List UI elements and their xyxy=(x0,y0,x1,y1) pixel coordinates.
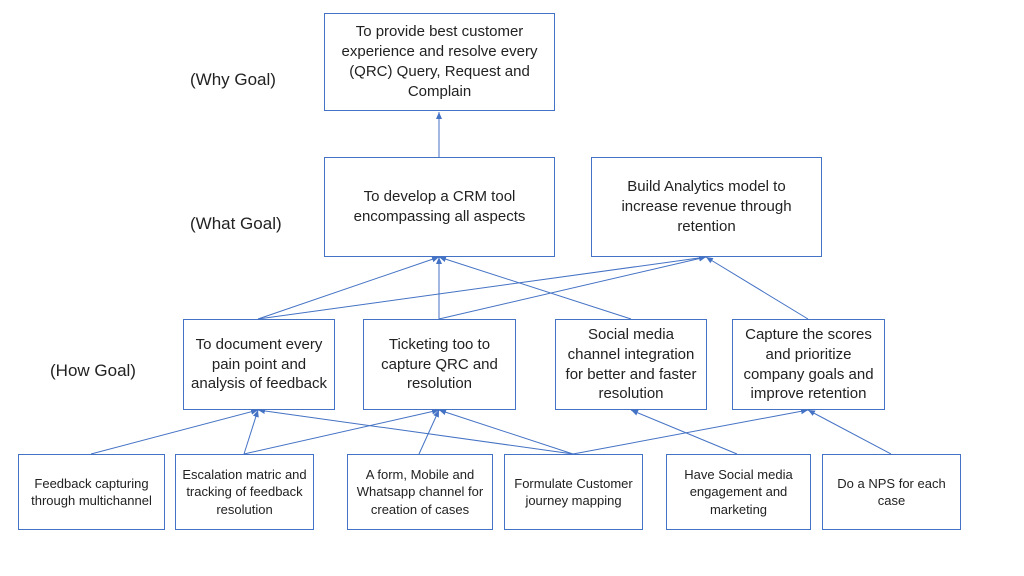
how-goal-document-box: To document every pain point and analysi… xyxy=(183,319,335,410)
arrow-socialact-to-social xyxy=(630,409,738,455)
activity-social-box: Have Social media engagement and marketi… xyxy=(666,454,811,530)
arrow-journey-to-document xyxy=(257,407,574,455)
arrow-journey-to-scores xyxy=(572,408,809,455)
why-goal-label: (Why Goal) xyxy=(190,70,276,89)
activity-nps-box: Do a NPS for each case xyxy=(822,454,961,530)
activity-journey-box: Formulate Customer journey mapping xyxy=(504,454,643,530)
arrow-document-to-analytics xyxy=(257,254,707,320)
arrow-journey-to-ticketing xyxy=(438,409,574,455)
arrow-feedback-to-document xyxy=(90,408,259,455)
how-goal-social-text: Social media channel integration for bet… xyxy=(565,325,697,403)
how-goal-ticketing-text: Ticketing too to capture QRC and resolut… xyxy=(381,335,498,393)
arrow-ticketing-to-analytics xyxy=(438,255,707,320)
what-goal-label: (What Goal) xyxy=(190,214,282,233)
activity-escalation-box: Escalation matric and tracking of feedba… xyxy=(175,454,314,530)
how-goal-social-box: Social media channel integration for bet… xyxy=(555,319,707,410)
what-goal-analytics-text: Build Analytics model to increase revenu… xyxy=(621,178,792,235)
how-goal-scores-box: Capture the scores and prioritize compan… xyxy=(732,319,885,410)
activity-form-box: A form, Mobile and Whatsapp channel for … xyxy=(347,454,493,530)
why-goal-box: To provide best customer experience and … xyxy=(324,13,555,111)
arrow-social-to-crm xyxy=(438,256,632,320)
arrow-document-to-crm xyxy=(257,256,440,320)
activity-feedback-box: Feedback capturing through multichannel xyxy=(18,454,165,530)
arrow-escalation-to-ticketing xyxy=(243,408,440,455)
how-goal-scores-text: Capture the scores and prioritize compan… xyxy=(743,325,874,403)
activity-journey-text: Formulate Customer journey mapping xyxy=(514,475,633,508)
activity-form-text: A form, Mobile and Whatsapp channel for … xyxy=(356,467,484,517)
arrow-escalation-to-document xyxy=(243,409,259,455)
activity-feedback-text: Feedback capturing through multichannel xyxy=(31,475,152,508)
activity-nps-text: Do a NPS for each case xyxy=(837,475,946,508)
how-goal-label: (How Goal) xyxy=(50,361,136,380)
how-goal-ticketing-box: Ticketing too to capture QRC and resolut… xyxy=(363,319,516,410)
arrow-form-to-ticketing xyxy=(418,409,440,455)
how-goal-document-text: To document every pain point and analysi… xyxy=(191,335,327,393)
arrow-nps-to-scores xyxy=(807,409,892,455)
activity-escalation-text: Escalation matric and tracking of feedba… xyxy=(182,467,307,517)
what-goal-analytics-box: Build Analytics model to increase revenu… xyxy=(591,157,822,257)
activity-social-text: Have Social media engagement and marketi… xyxy=(684,467,793,517)
what-goal-crm-box: To develop a CRM tool encompassing all a… xyxy=(324,157,555,257)
why-goal-text: To provide best customer experience and … xyxy=(341,23,538,100)
arrow-scores-to-analytics xyxy=(705,256,809,320)
what-goal-crm-text: To develop a CRM tool encompassing all a… xyxy=(353,188,526,225)
